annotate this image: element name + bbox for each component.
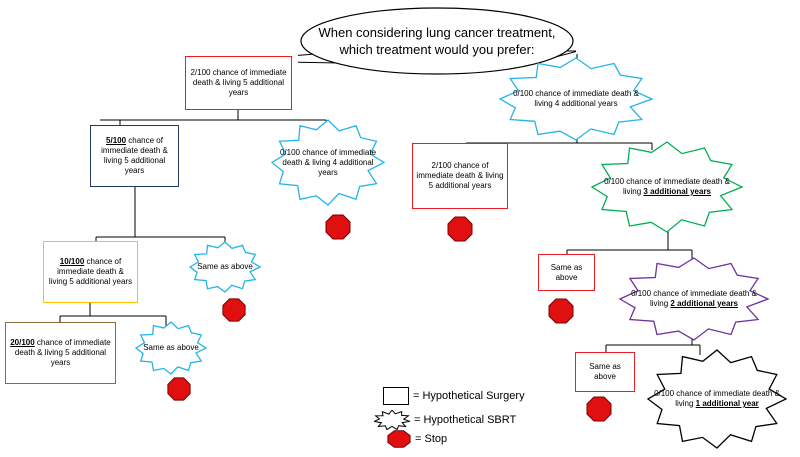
starburst-shape — [646, 349, 788, 449]
stop-sign-icon — [222, 298, 246, 322]
surgery-node-level4: 20/100 chance of immediate death & livin… — [5, 322, 116, 384]
octagon-shape — [447, 216, 473, 242]
rectangle-icon — [383, 387, 409, 405]
surgery-node-level3-right: Same as above — [538, 254, 595, 291]
question-text: When considering lung cancer treatment, … — [318, 25, 556, 57]
speech-bubble-shape — [298, 7, 576, 75]
octagon-shape — [325, 214, 351, 240]
legend-surgery: = Hypothetical Surgery — [383, 387, 525, 405]
stop-sign-icon — [387, 430, 411, 448]
node-text: 2/100 chance of immediate death & living… — [190, 68, 287, 97]
legend-stop: = Stop — [387, 430, 447, 448]
starburst-shape — [372, 409, 412, 431]
starburst-shape — [188, 241, 262, 293]
sbrt-node-level3-left: Same as above — [188, 241, 262, 293]
sbrt-node-level2-left: 0/100 chance of immediate death & living… — [270, 119, 386, 206]
question-bubble: When considering lung cancer treatment, … — [298, 5, 576, 77]
octagon-shape — [387, 430, 411, 448]
legend-label: = Hypothetical Surgery — [413, 390, 525, 402]
octagon-shape — [167, 377, 191, 401]
surgery-node-level2: 5/100 chance of immediate death & living… — [90, 125, 179, 187]
sbrt-node-level3-right: 0/100 chance of immediate death & living… — [618, 257, 770, 341]
surgery-node-level2-right: 2/100 chance of immediate death & living… — [412, 143, 508, 209]
legend-sbrt: = Hypothetical SBRT — [372, 409, 517, 431]
node-text: Same as above — [143, 343, 199, 352]
surgery-node-top: 2/100 chance of immediate death & living… — [185, 56, 292, 110]
octagon-shape — [548, 298, 574, 324]
stop-sign-icon — [548, 298, 574, 324]
sbrt-node-level4-left: Same as above — [134, 321, 208, 375]
starburst-shape — [590, 141, 744, 233]
node-text: 20/100 chance of immediate death & livin… — [10, 338, 111, 367]
node-text: Same as above — [589, 362, 621, 381]
node-text: 2/100 chance of immediate death & living… — [416, 161, 504, 190]
node-text: 0/100 chance of immediate death & living… — [513, 89, 639, 108]
node-text: Same as above — [550, 262, 583, 282]
node-text: 0/100 chance of immediate death & living… — [654, 389, 780, 408]
legend-label: = Stop — [415, 433, 448, 445]
sbrt-node-level2-right: 0/100 chance of immediate death & living… — [590, 141, 744, 233]
starburst-shape — [134, 321, 208, 375]
starburst-icon — [372, 409, 412, 431]
legend-label: = Hypothetical SBRT — [414, 414, 517, 426]
stop-sign-icon — [586, 396, 612, 422]
stop-sign-icon — [447, 216, 473, 242]
starburst-shape — [498, 57, 654, 141]
sbrt-node-top: 0/100 chance of immediate death & living… — [498, 57, 654, 141]
octagon-shape — [222, 298, 246, 322]
stop-sign-icon — [167, 377, 191, 401]
surgery-node-level3: 10/100 chance of immediate death & livin… — [43, 241, 138, 303]
stop-sign-icon — [325, 214, 351, 240]
octagon-shape — [586, 396, 612, 422]
node-text: 0/100 chance of immediate death & living… — [604, 177, 730, 196]
node-text: Same as above — [197, 262, 253, 271]
node-text: 0/100 chance of immediate death & living… — [631, 289, 757, 308]
starburst-shape — [618, 257, 770, 341]
surgery-node-level4-right: Same as above — [575, 352, 635, 392]
node-text: 10/100 chance of immediate death & livin… — [48, 257, 133, 286]
node-text: 5/100 chance of immediate death & living… — [101, 136, 168, 175]
sbrt-node-level4-right: 0/100 chance of immediate death & living… — [646, 349, 788, 449]
node-text: 0/100 chance of immediate death & living… — [279, 147, 377, 177]
starburst-shape — [270, 119, 386, 206]
